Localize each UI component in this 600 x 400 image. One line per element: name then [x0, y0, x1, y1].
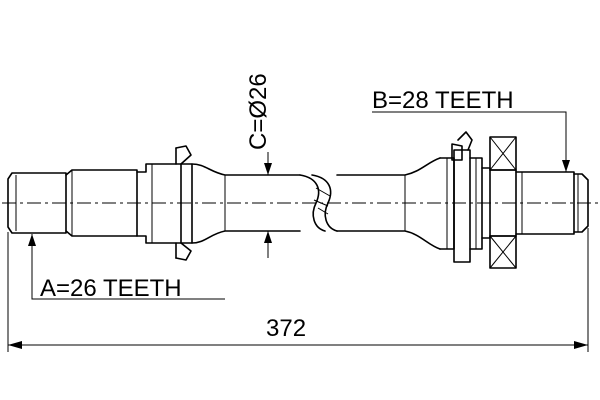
diameter-dimension [264, 152, 272, 258]
right-hub [439, 131, 517, 269]
outer-spline-leader [372, 111, 570, 172]
outer-spline-label: B=28 TEETH [372, 87, 514, 114]
right-spline-end [515, 171, 589, 235]
overall-length-label: 372 [266, 315, 306, 342]
inner-spline-label: A=26 TEETH [40, 275, 182, 302]
diameter-label: C=Ø26 [245, 73, 272, 150]
inner-spline-leader [28, 234, 225, 300]
overall-length-dimension [7, 228, 589, 352]
left-shaft-body [191, 163, 338, 244]
left-flange [136, 145, 193, 261]
left-spline-end [7, 169, 138, 237]
right-shaft-body [336, 157, 441, 250]
